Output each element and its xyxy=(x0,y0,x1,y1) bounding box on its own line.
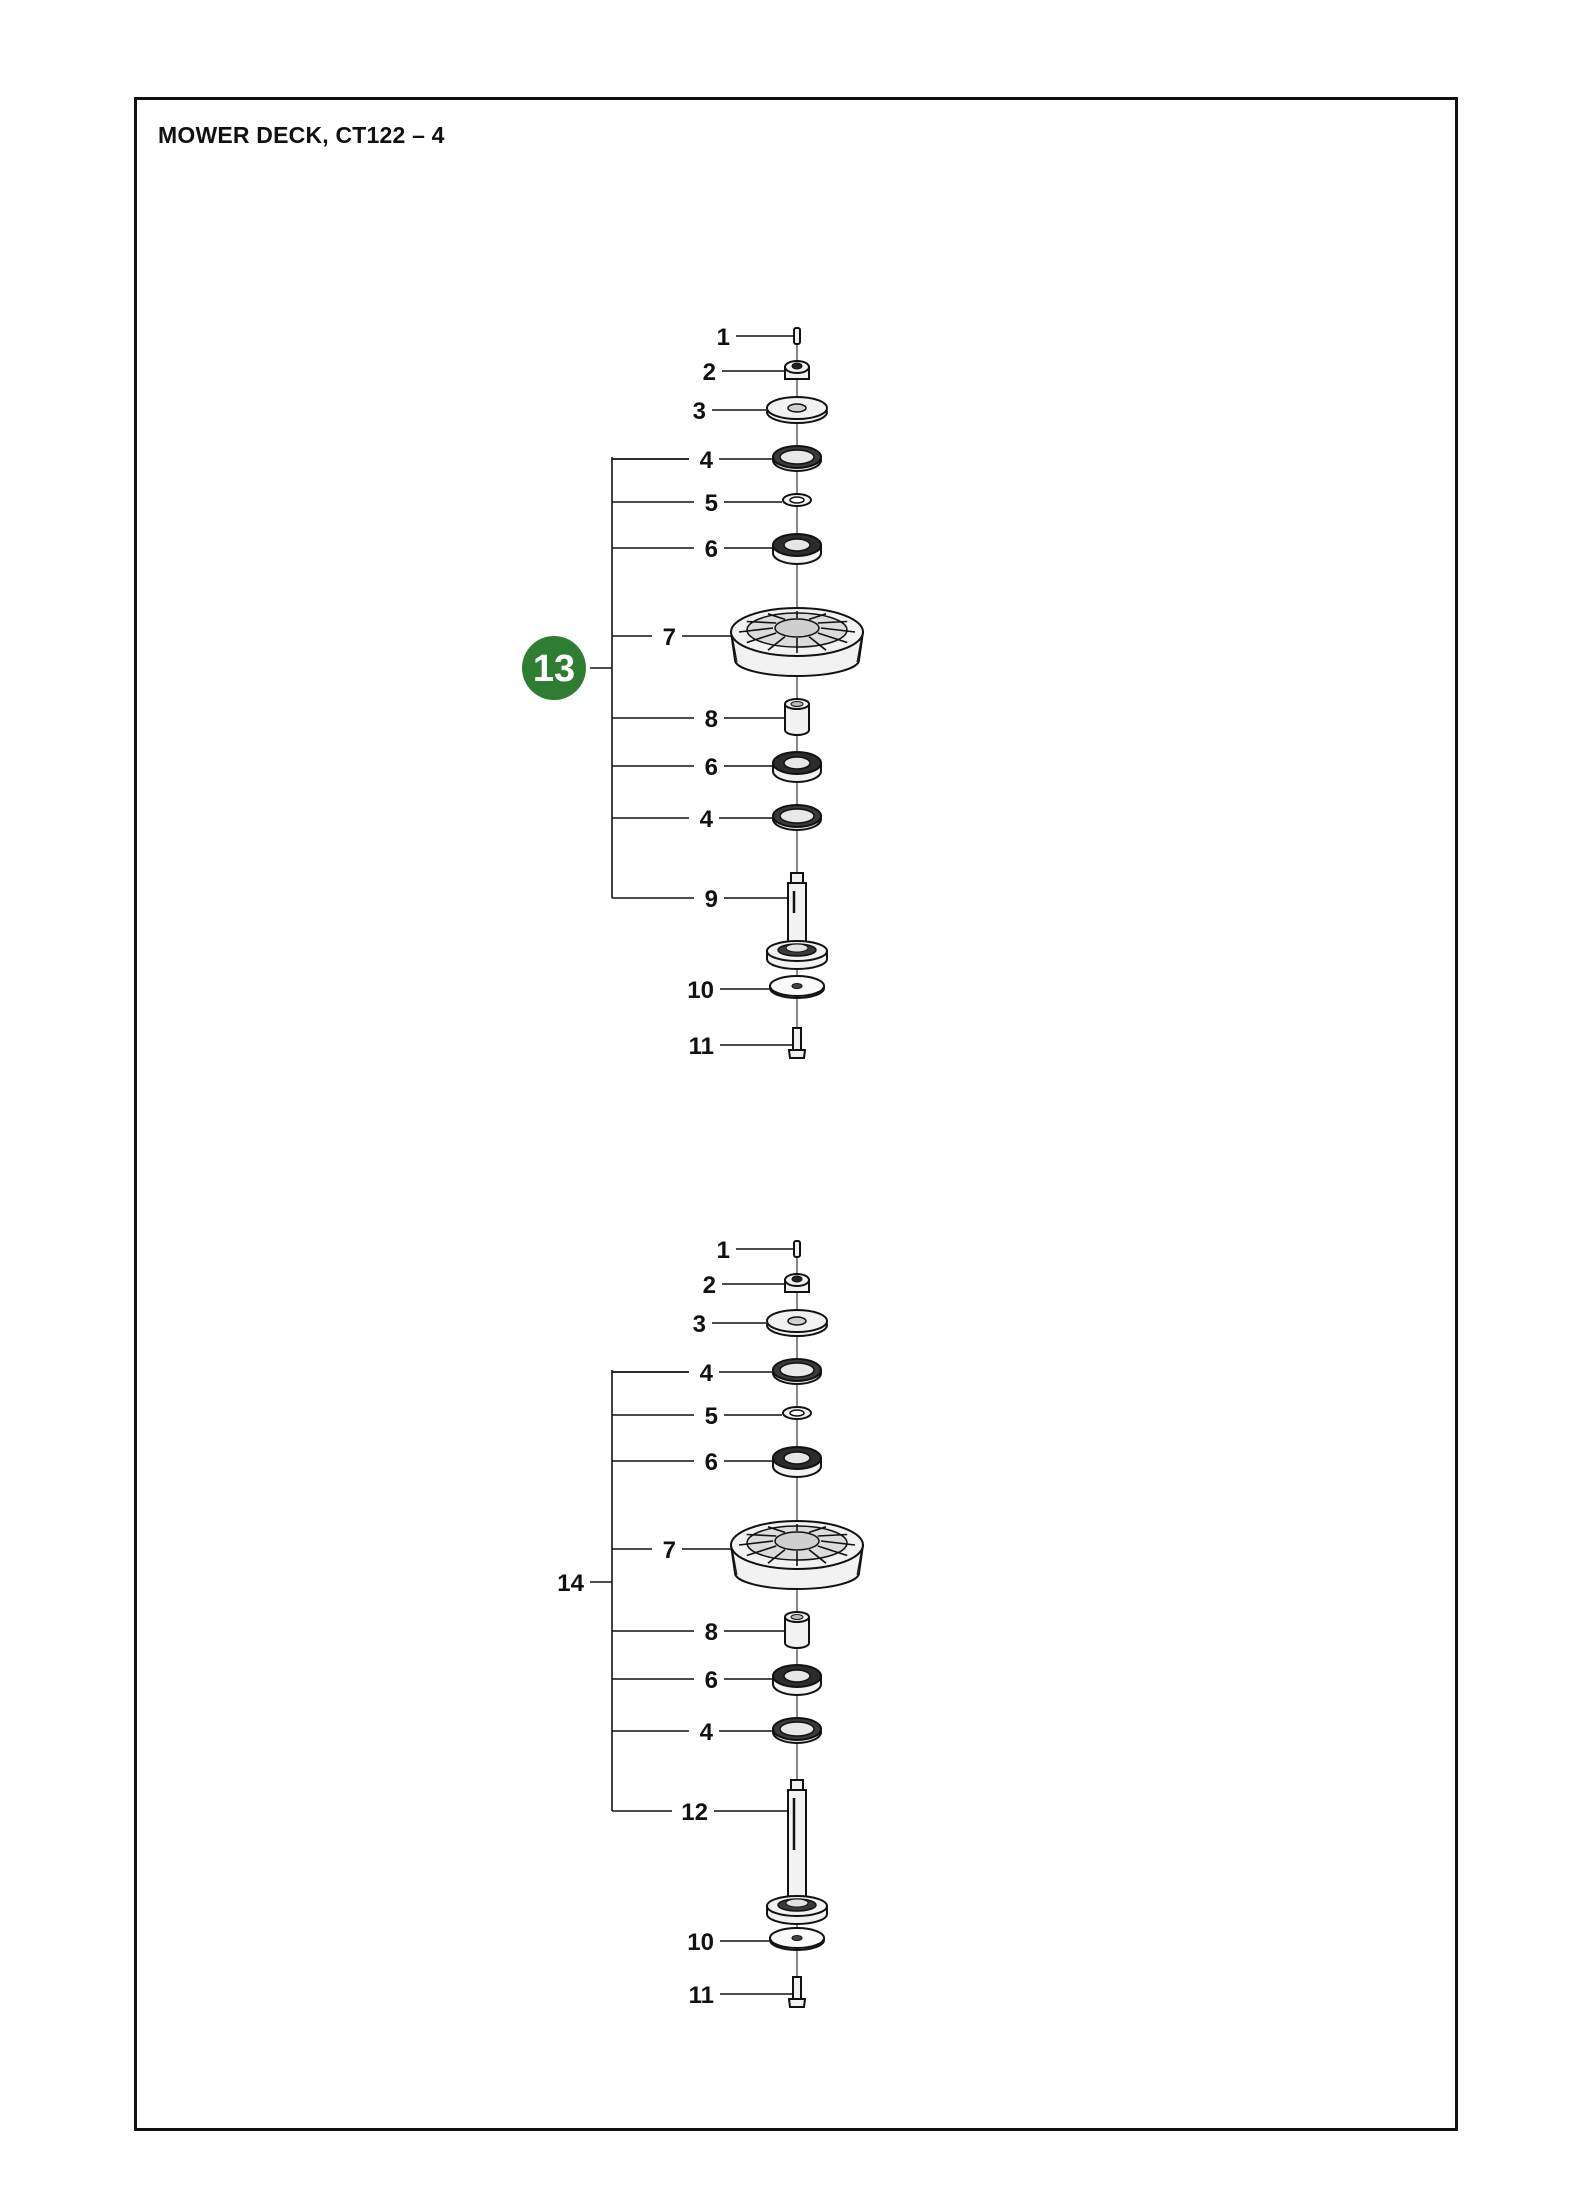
callout-number: 10 xyxy=(687,977,714,1004)
seal-icon xyxy=(772,804,822,831)
callout-number: 12 xyxy=(681,1799,708,1826)
spacer-ring-icon xyxy=(782,493,812,507)
callout-number: 6 xyxy=(705,1449,718,1476)
callout-number: 4 xyxy=(700,806,714,833)
callout-number: 3 xyxy=(693,398,706,425)
nut-icon xyxy=(784,1273,810,1293)
kit-number: 14 xyxy=(557,1570,584,1597)
callout-number: 1 xyxy=(717,1237,730,1264)
seal-icon xyxy=(772,1358,822,1385)
callout-number: 6 xyxy=(705,754,718,781)
callout-number: 11 xyxy=(689,1033,714,1060)
callout-number: 5 xyxy=(705,490,718,517)
bearing-icon xyxy=(772,533,822,565)
sleeve-icon xyxy=(784,698,810,736)
page-title: MOWER DECK, CT122 – 4 xyxy=(158,122,445,148)
callout-number: 6 xyxy=(705,536,718,563)
washer-blade-icon xyxy=(769,975,825,999)
seal-icon xyxy=(772,1717,822,1744)
pin-icon xyxy=(793,1240,801,1258)
kit-highlight-badge xyxy=(522,636,586,700)
spacer-ring-icon xyxy=(782,1406,812,1420)
bearing-icon xyxy=(772,1446,822,1478)
washer-large-icon xyxy=(766,396,828,424)
bolt-icon xyxy=(787,1976,807,2008)
washer-blade-icon xyxy=(769,1927,825,1951)
bolt-icon xyxy=(787,1027,807,1059)
callout-number: 6 xyxy=(705,1667,718,1694)
drawing-frame xyxy=(134,97,1458,2131)
callout-number: 8 xyxy=(705,706,718,733)
housing-icon xyxy=(729,1520,865,1590)
callout-number: 7 xyxy=(663,624,676,651)
shaft-long-icon xyxy=(766,1779,828,1925)
spindle-assembly-lower: 12 3 4 5 6 7 8 6 4 12 10 11 14 xyxy=(557,1237,865,2009)
sleeve-icon xyxy=(784,1611,810,1649)
seal-icon xyxy=(772,445,822,472)
callout-number: 4 xyxy=(700,447,714,474)
nut-icon xyxy=(784,360,810,380)
housing-icon xyxy=(729,607,865,677)
callout-number: 8 xyxy=(705,1619,718,1646)
callout-number: 1 xyxy=(717,324,730,351)
callout-number: 2 xyxy=(703,359,716,386)
callout-number: 4 xyxy=(700,1719,714,1746)
callout-number: 9 xyxy=(705,886,718,913)
shaft-short-icon xyxy=(766,872,828,970)
callout-number: 7 xyxy=(663,1537,676,1564)
callout-number: 4 xyxy=(700,1360,714,1387)
spindle-assembly-upper: 12 3 4 5 6 7 8 6 4 9 10 11 13 xyxy=(522,324,865,1060)
bearing-icon xyxy=(772,1664,822,1696)
kit-number: 13 xyxy=(533,648,575,690)
callout-number: 5 xyxy=(705,1403,718,1430)
pin-icon xyxy=(793,327,801,345)
callout-number: 2 xyxy=(703,1272,716,1299)
callout-number: 11 xyxy=(689,1982,714,2009)
callout-number: 10 xyxy=(687,1929,714,1956)
washer-large-icon xyxy=(766,1309,828,1337)
bearing-icon xyxy=(772,751,822,783)
callout-number: 3 xyxy=(693,1311,706,1338)
